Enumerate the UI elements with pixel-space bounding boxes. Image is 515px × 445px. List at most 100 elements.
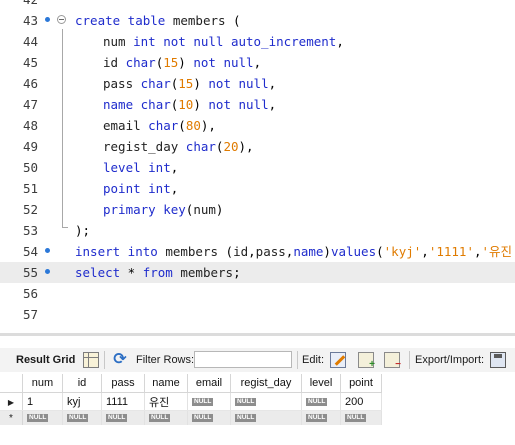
code-line-51[interactable]: 51 point int, — [0, 178, 515, 199]
new-cell-point[interactable]: NULL — [340, 410, 382, 425]
code-line-55[interactable]: 55 select * from members; — [0, 262, 515, 283]
new-cell-pass[interactable]: NULL — [101, 410, 145, 425]
result-grid[interactable]: num id pass name email regist_day level … — [0, 374, 515, 445]
line-number: 57 — [22, 307, 38, 322]
refresh-icon[interactable]: ⟳ — [113, 351, 127, 368]
cell-id[interactable]: kyj — [62, 392, 102, 411]
sql-text: regist_day char(20), — [103, 139, 254, 154]
add-row-icon[interactable] — [358, 352, 375, 370]
null-badge: NULL — [235, 414, 257, 423]
code-line-56[interactable]: 56 — [0, 283, 515, 304]
sql-text: create table members ( — [75, 13, 241, 28]
line-number: 47 — [22, 97, 38, 112]
cell-level[interactable]: NULL — [301, 392, 341, 411]
sql-text: id char(15) not null, — [103, 55, 262, 70]
export-icon[interactable] — [490, 352, 506, 368]
sql-text: num int not null auto_increment, — [103, 34, 344, 49]
code-line-50[interactable]: 50 level int, — [0, 157, 515, 178]
toolbar-divider — [104, 351, 105, 369]
code-line-54[interactable]: 54 insert into members (id,pass,name)val… — [0, 241, 515, 262]
code-line-43[interactable]: 43 create table members ( — [0, 10, 515, 31]
header-row: num id pass name email regist_day level … — [0, 374, 382, 393]
new-cell-regist-day[interactable]: NULL — [230, 410, 302, 425]
line-number: 53 — [22, 223, 38, 238]
sql-text: ); — [75, 223, 91, 238]
cell-name[interactable]: 유진 — [144, 392, 188, 411]
null-badge: NULL — [192, 414, 214, 423]
sql-text: insert into members (id,pass,name)values… — [75, 244, 515, 259]
column-header-num[interactable]: num — [22, 374, 63, 393]
new-cell-id[interactable]: NULL — [62, 410, 102, 425]
line-number: 51 — [22, 181, 38, 196]
null-badge: NULL — [306, 414, 328, 423]
panel-splitter[interactable] — [0, 333, 515, 336]
column-header-level[interactable]: level — [301, 374, 341, 393]
sql-editor[interactable]: 42 43 create table members ( 44 num int … — [0, 0, 515, 330]
current-row-arrow-icon: ▶ — [0, 392, 23, 411]
sql-text: select * from members; — [75, 265, 241, 280]
line-number: 49 — [22, 139, 38, 154]
cell-pass[interactable]: 1111 — [101, 392, 145, 411]
code-line-44[interactable]: 44 num int not null auto_increment, — [0, 31, 515, 52]
line-number: 48 — [22, 118, 38, 133]
null-badge: NULL — [235, 397, 257, 406]
statement-marker-icon — [45, 17, 50, 22]
toolbar-divider — [409, 351, 410, 369]
new-cell-name[interactable]: NULL — [144, 410, 188, 425]
column-header-id[interactable]: id — [62, 374, 102, 393]
null-badge: NULL — [27, 414, 49, 423]
code-line-53[interactable]: 53 ); — [0, 220, 515, 241]
cell-point[interactable]: 200 — [340, 392, 382, 411]
column-header-pass[interactable]: pass — [101, 374, 145, 393]
fold-guide — [62, 29, 63, 227]
column-header-name[interactable]: name — [144, 374, 188, 393]
code-line-57[interactable]: 57 — [0, 304, 515, 325]
cell-email[interactable]: NULL — [187, 392, 231, 411]
result-table: num id pass name email regist_day level … — [0, 374, 382, 425]
sql-text: email char(80), — [103, 118, 216, 133]
statement-marker-icon — [45, 269, 50, 274]
sql-text: primary key(num) — [103, 202, 224, 217]
column-header-email[interactable]: email — [187, 374, 231, 393]
edit-row-icon[interactable] — [330, 352, 346, 368]
cell-regist-day[interactable]: NULL — [230, 392, 302, 411]
line-number: 54 — [22, 244, 38, 259]
fold-toggle-icon[interactable] — [57, 15, 66, 24]
null-badge: NULL — [345, 414, 367, 423]
code-line-45[interactable]: 45 id char(15) not null, — [0, 52, 515, 73]
delete-row-icon[interactable] — [384, 352, 401, 370]
sql-text: name char(10) not null, — [103, 97, 277, 112]
column-header-regist-day[interactable]: regist_day — [230, 374, 302, 393]
code-line-49[interactable]: 49 regist_day char(20), — [0, 136, 515, 157]
code-line-52[interactable]: 52 primary key(num) — [0, 199, 515, 220]
sql-text: point int, — [103, 181, 179, 196]
code-line-46[interactable]: 46 pass char(15) not null, — [0, 73, 515, 94]
fold-guide-end — [62, 227, 68, 228]
line-number: 50 — [22, 160, 38, 175]
column-header-point[interactable]: point — [340, 374, 382, 393]
code-line-42[interactable]: 42 — [0, 0, 515, 10]
null-badge: NULL — [149, 414, 171, 423]
null-badge: NULL — [306, 397, 328, 406]
null-badge: NULL — [67, 414, 89, 423]
code-line-48[interactable]: 48 email char(80), — [0, 115, 515, 136]
code-line-47[interactable]: 47 name char(10) not null, — [0, 94, 515, 115]
line-number: 45 — [22, 55, 38, 70]
result-grid-tab[interactable]: Result Grid — [16, 354, 76, 366]
new-row[interactable]: * NULL NULL NULL NULL NULL NULL NULL NUL… — [0, 410, 382, 425]
line-number: 55 — [22, 265, 38, 280]
cell-num[interactable]: 1 — [22, 392, 63, 411]
grid-view-icon[interactable] — [83, 352, 99, 368]
line-number: 52 — [22, 202, 38, 217]
filter-rows-input[interactable] — [194, 351, 292, 368]
new-cell-level[interactable]: NULL — [301, 410, 341, 425]
sql-text: pass char(15) not null, — [103, 76, 277, 91]
line-number: 56 — [22, 286, 38, 301]
new-cell-email[interactable]: NULL — [187, 410, 231, 425]
toolbar-divider — [297, 351, 298, 369]
filter-rows-label: Filter Rows: — [136, 354, 195, 366]
table-row[interactable]: ▶ 1 kyj 1111 유진 NULL NULL NULL 200 — [0, 392, 382, 411]
null-badge: NULL — [106, 414, 128, 423]
new-cell-num[interactable]: NULL — [22, 410, 63, 425]
result-grid-toolbar: Result Grid ⟳ Filter Rows: Edit: Export/… — [0, 348, 515, 372]
